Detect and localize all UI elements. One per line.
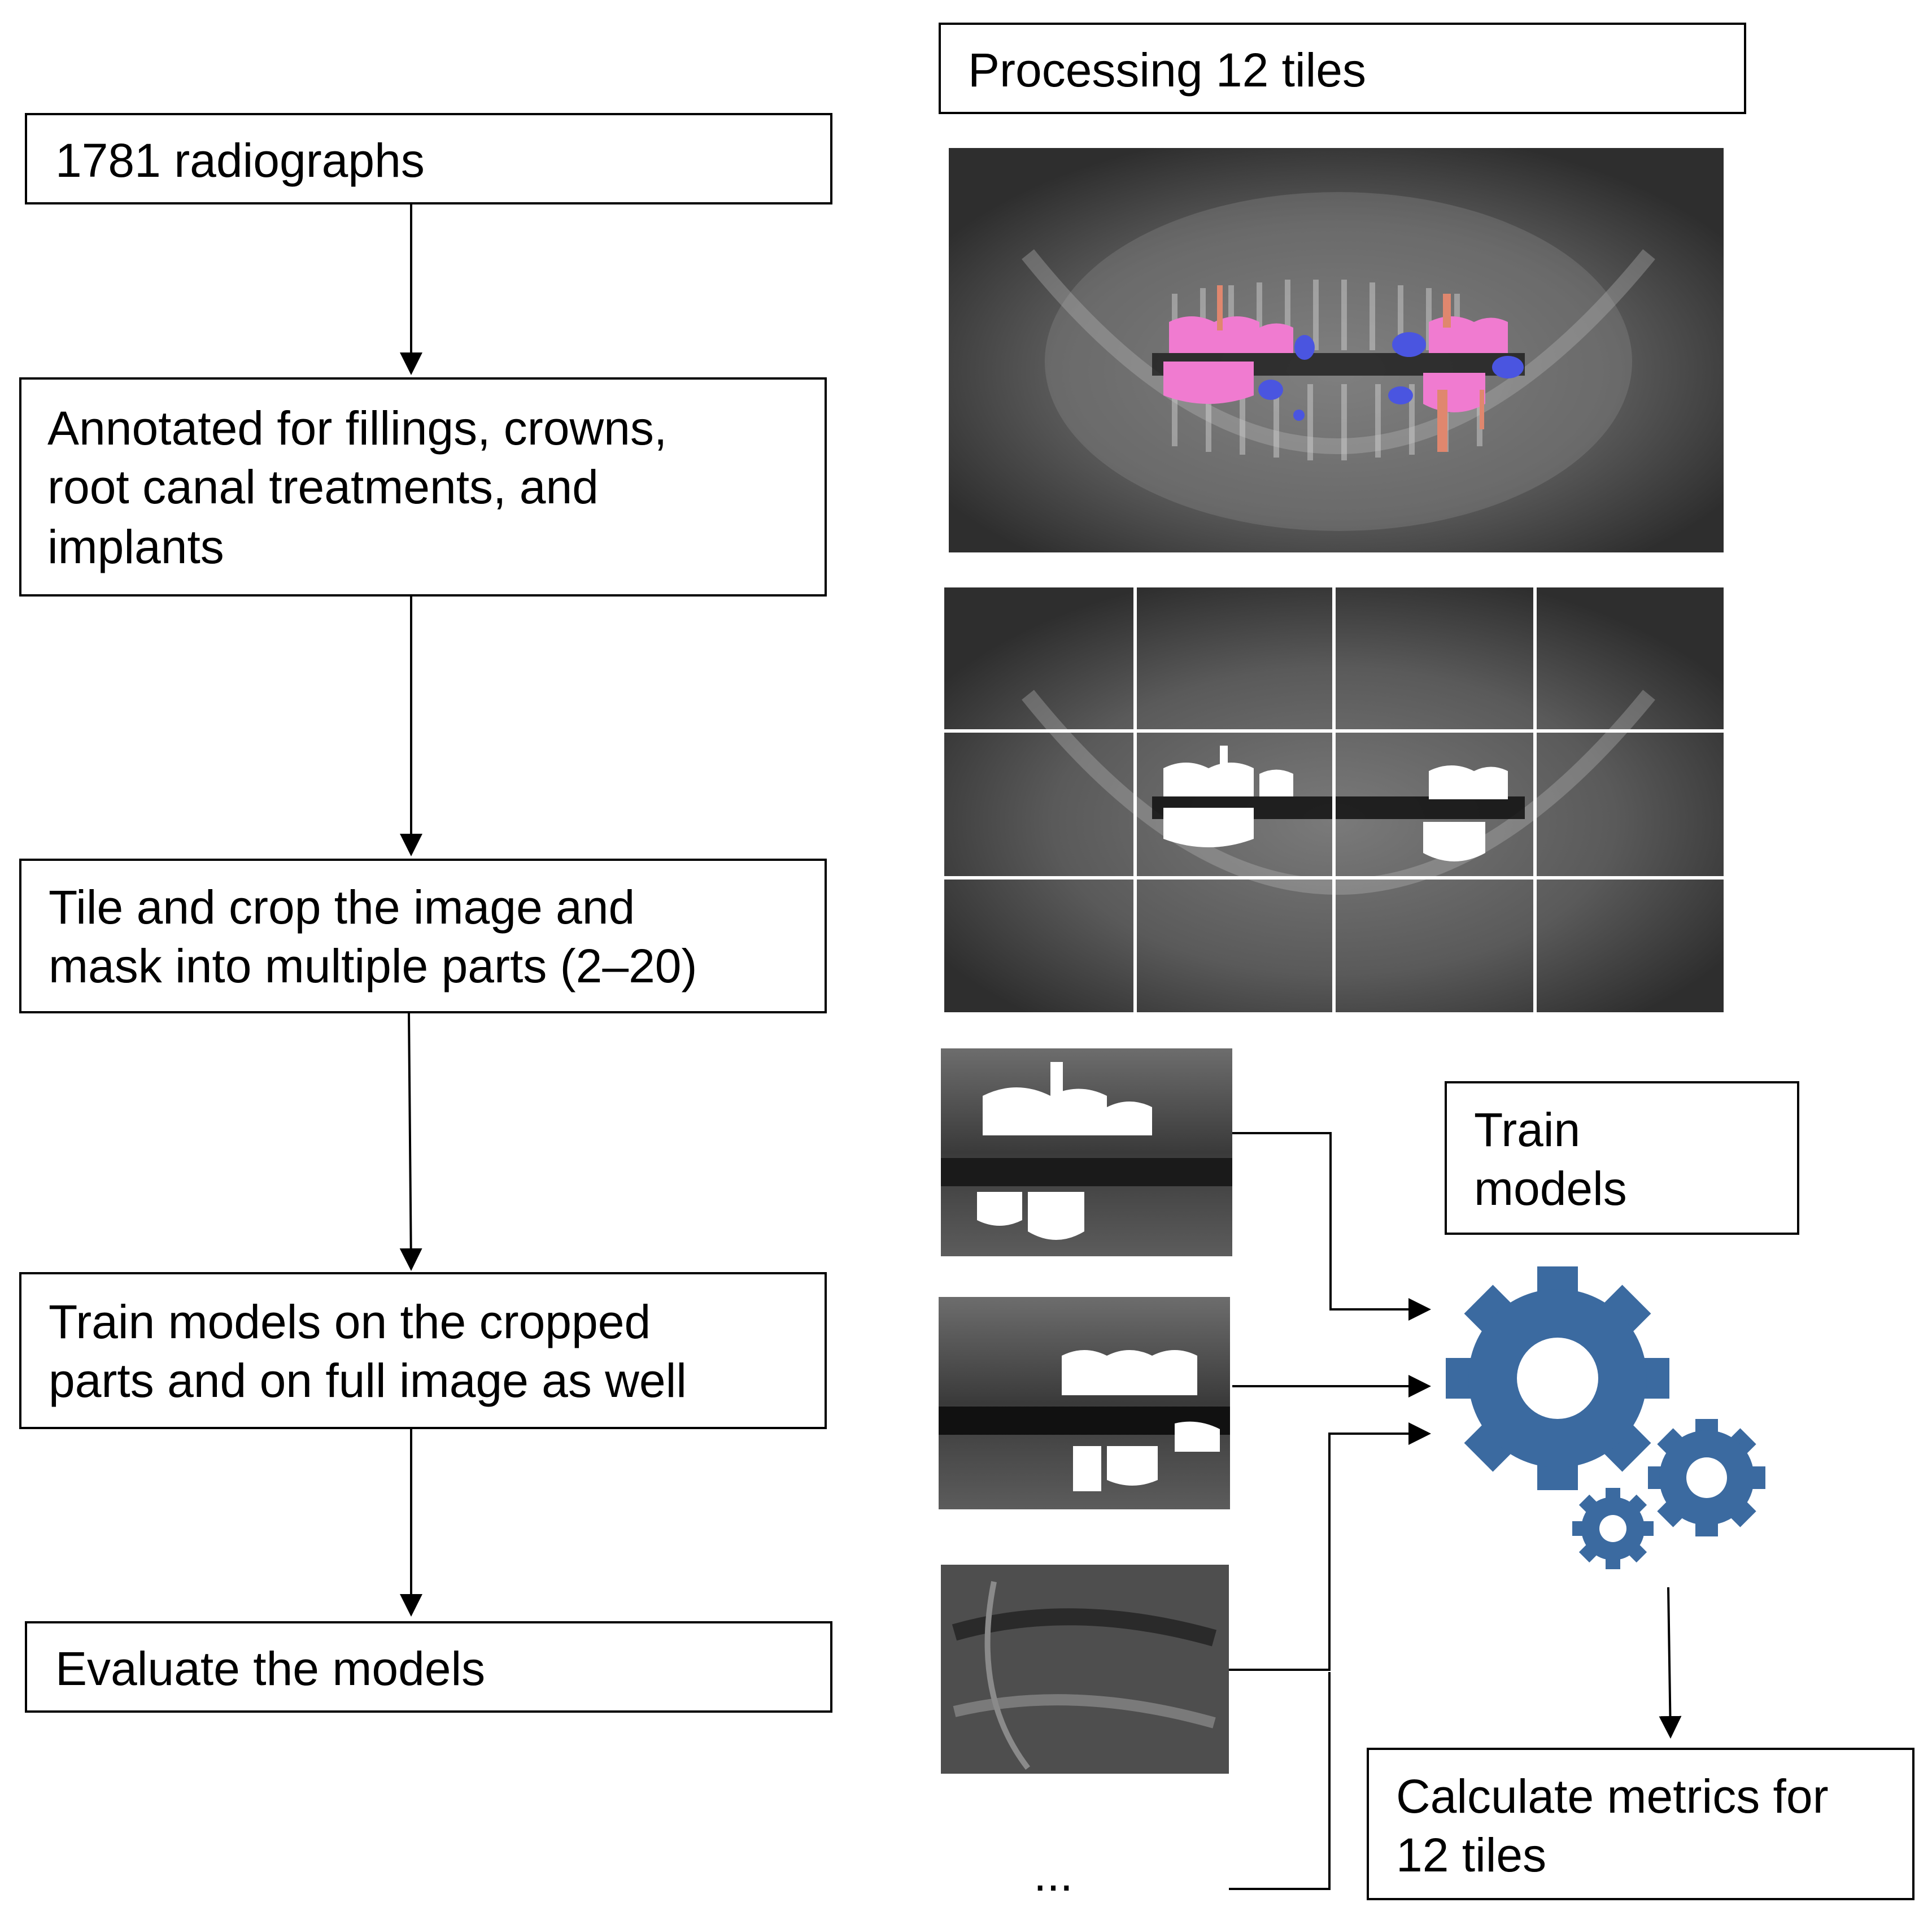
step-box-tile-crop: Tile and crop the image and mask into mu… [19, 859, 827, 1013]
step-box-evaluate: Evaluate the models [25, 1621, 832, 1713]
train-models-label-1: Train [1474, 1103, 1581, 1156]
step-text-tile-2: mask into multiple parts (2–20) [49, 939, 697, 992]
arrow-3-4 [399, 1013, 422, 1271]
step-text-annotate-2: root canal treatments, and [47, 460, 599, 513]
tile-fillings [1163, 746, 1508, 861]
calculate-metrics-label-2: 12 tiles [1396, 1828, 1547, 1882]
tile-grid [944, 587, 1724, 1012]
gear-medium-icon [1648, 1419, 1765, 1536]
step-box-radiographs: 1781 radiographs [25, 113, 832, 204]
calculate-metrics-label-1: Calculate metrics for [1396, 1770, 1829, 1823]
step-text-annotate-1: Annotated for fillings, crowns, [47, 402, 668, 455]
step-text-evaluate: Evaluate the models [55, 1642, 486, 1695]
step-text-annotate-3: implants [47, 520, 224, 573]
annotated-radiograph [949, 148, 1724, 552]
step-box-annotate: Annotated for fillings, crowns, root can… [19, 377, 827, 597]
processing-tiles-label: Processing 12 tiles [968, 43, 1367, 97]
more-tiles-ellipsis: ... [1033, 1848, 1074, 1901]
tile-crop-3 [941, 1565, 1229, 1774]
processing-tiles-box: Processing 12 tiles [939, 23, 1746, 114]
tiled-radiograph [944, 587, 1724, 1012]
gear-large-icon [1446, 1266, 1669, 1490]
step-text-train-2: parts and on full image as well [49, 1354, 687, 1407]
flow-arrows [399, 204, 422, 1617]
train-models-label-2: models [1474, 1162, 1627, 1215]
root-canal-marks [1217, 285, 1484, 452]
tile-connectors [1229, 1132, 1682, 1890]
step-text-tile-1: Tile and crop the image and [49, 881, 635, 934]
step-box-train: Train models on the cropped parts and on… [19, 1272, 827, 1429]
gear-small-icon [1572, 1488, 1654, 1569]
tile-crop-2 [939, 1297, 1230, 1509]
calculate-metrics-box: Calculate metrics for 12 tiles [1367, 1748, 1914, 1900]
train-models-box: Train models [1445, 1081, 1799, 1235]
step-text-train-1: Train models on the cropped [49, 1295, 651, 1348]
crown-marks [1258, 332, 1524, 421]
step-text-radiographs: 1781 radiographs [55, 134, 425, 187]
tile-crop-1 [941, 1048, 1232, 1256]
